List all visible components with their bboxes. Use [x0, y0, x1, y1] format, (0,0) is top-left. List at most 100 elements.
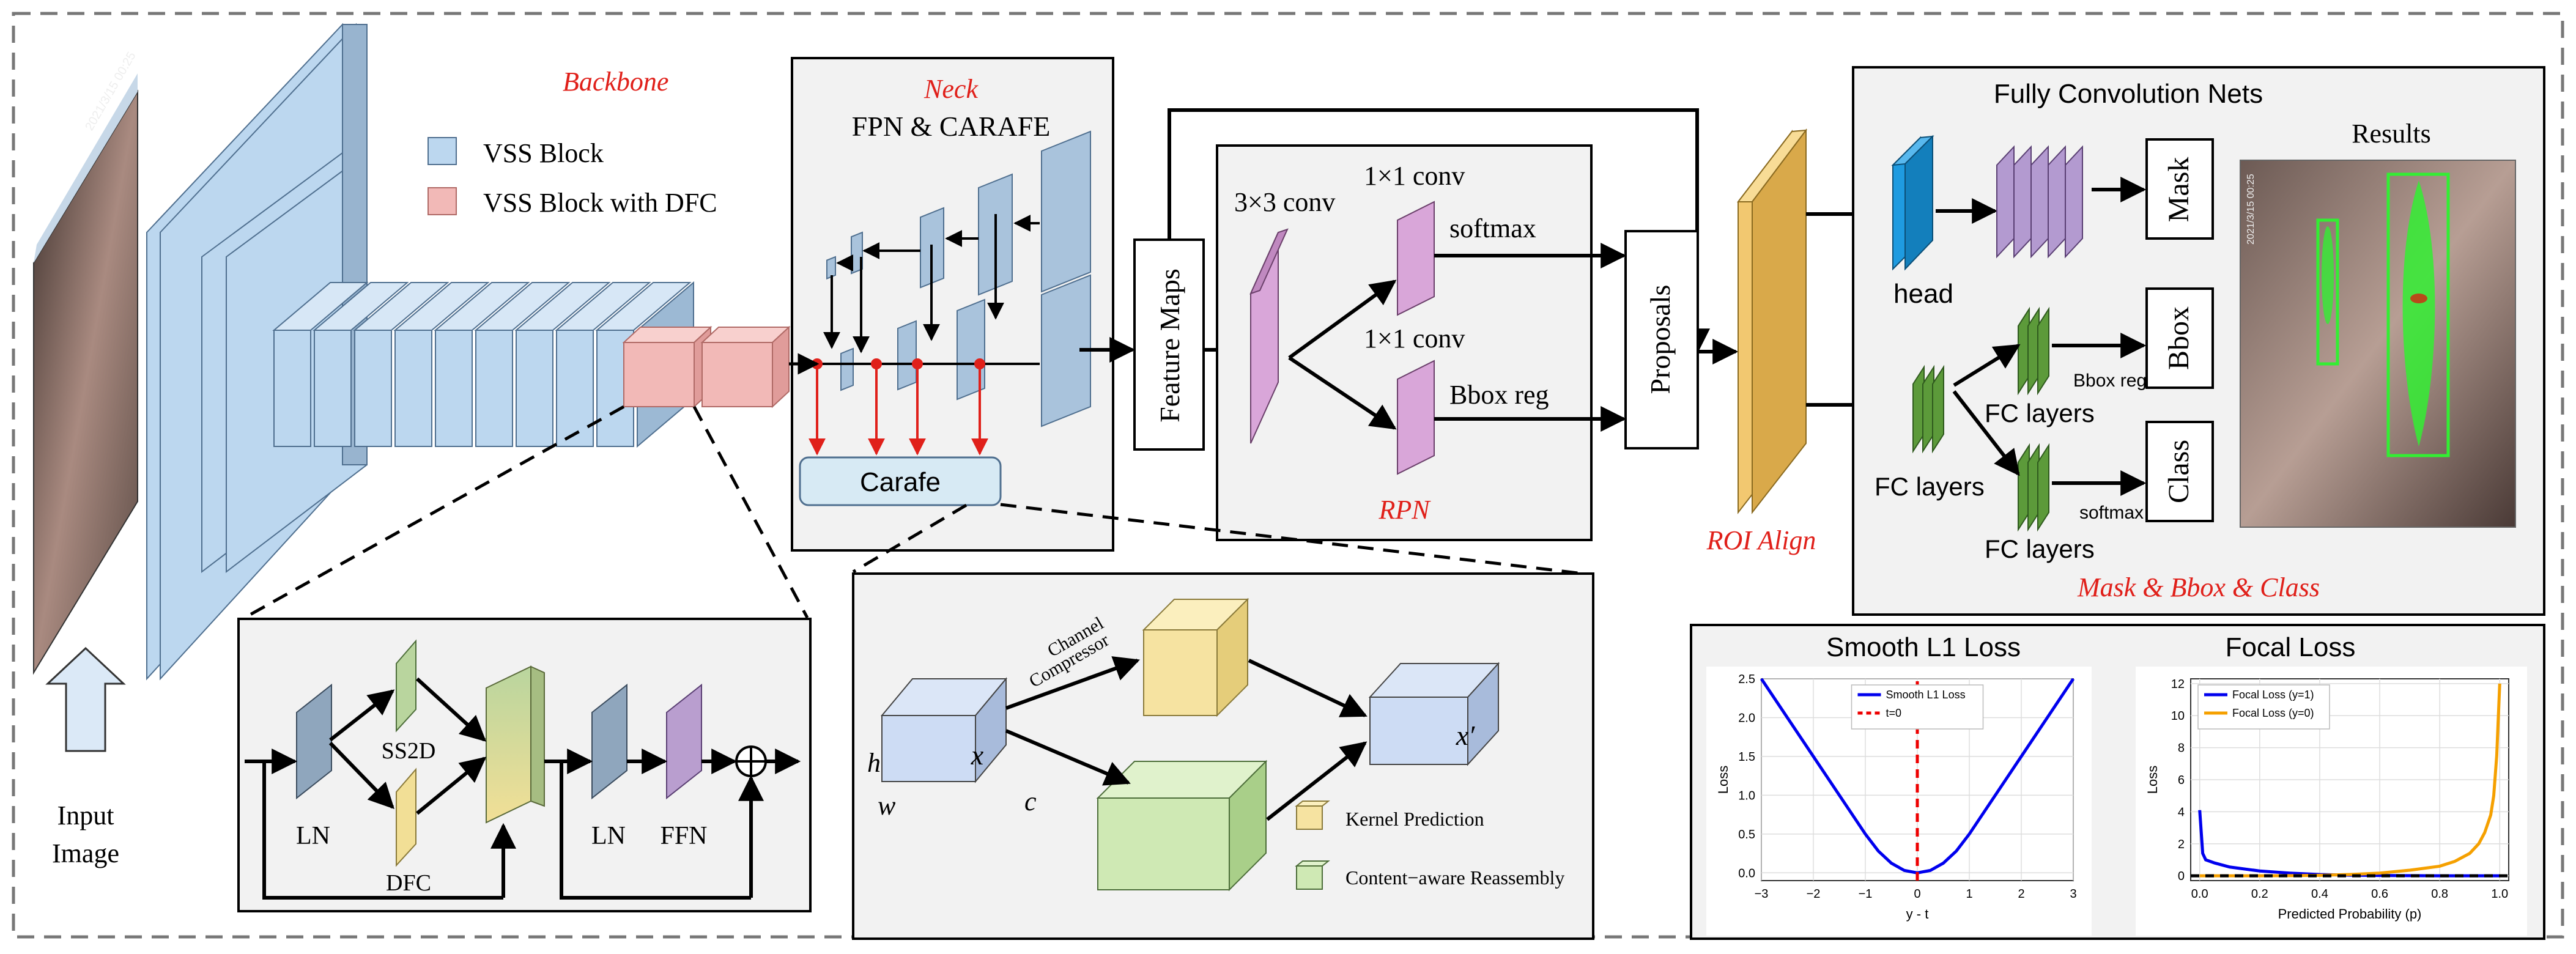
- y-tick-label: 6: [2178, 774, 2185, 787]
- fcn-title: Fully Convolution Nets: [1994, 79, 2263, 109]
- fc-block: [1932, 364, 1944, 454]
- fc-layers-1-label: FC layers: [1875, 472, 1985, 501]
- vss-block: [353, 282, 450, 447]
- y-tick-label: 12: [2171, 678, 2185, 691]
- dfc-label: DFC: [386, 870, 431, 896]
- bbox-label: Bbox: [2163, 306, 2195, 370]
- series-line: [2198, 810, 2500, 878]
- ln2-label: LN: [591, 822, 626, 850]
- legend-dfc-label: VSS Block with DFC: [483, 188, 717, 218]
- w-label: w: [878, 791, 896, 821]
- neck-panel: Neck FPN & CARAFE Carafe: [789, 57, 1136, 552]
- legend-entry: t=0: [1886, 707, 1902, 719]
- x-tick-label: 0: [1914, 887, 1920, 901]
- fc-block: [2037, 443, 2049, 532]
- results-title: Results: [2352, 119, 2431, 149]
- vss-block: [313, 282, 409, 447]
- carafe-detail: x h w c x′ Channel Compressor Kernel Pre…: [852, 503, 1594, 940]
- proposals-label: Proposals: [1645, 285, 1676, 394]
- carafe-label: Carafe: [860, 467, 941, 497]
- x-tick-label: −2: [1807, 887, 1821, 901]
- fcn-block: [2030, 145, 2049, 259]
- x-tick-label: 0.8: [2431, 887, 2448, 901]
- head-label: head: [1893, 279, 1953, 309]
- y-tick-label: 1.5: [1738, 750, 1755, 764]
- x-tick-label: 0.4: [2311, 887, 2328, 901]
- x-tick-label: −1: [1859, 887, 1873, 901]
- legend-swatch-vss: [427, 137, 457, 165]
- class-box: [2145, 421, 2214, 522]
- h-label: h: [867, 748, 881, 778]
- focal-title: Focal Loss: [2226, 632, 2356, 662]
- legend-entry: Focal Loss (y=0): [2232, 707, 2314, 719]
- fc-block: [2037, 306, 2049, 396]
- fcn-block: [2013, 145, 2032, 259]
- heads-panel: Fully Convolution Nets head Mask Bbox Cl…: [1852, 66, 2545, 616]
- carafe-box: [799, 456, 1002, 506]
- fc-layers-3-label: FC layers: [1985, 534, 2095, 563]
- x-tick-label: 0.0: [2191, 887, 2208, 901]
- x-tick-label: 1: [1966, 887, 1972, 901]
- input-label-2: Image: [52, 838, 119, 868]
- vss-dfc-detail: LN SS2D DFC LN FFN: [237, 618, 812, 912]
- input-arrow-icon: [45, 646, 126, 752]
- y-axis-label: Loss: [2145, 766, 2160, 794]
- x-tick-label: 2: [2018, 887, 2024, 901]
- x-axis-label: Predicted Probability (p): [2278, 906, 2422, 922]
- legend-kernel-swatch: [1296, 805, 1323, 830]
- y-tick-label: 2: [2178, 838, 2185, 851]
- x-tick-label: 1.0: [2491, 887, 2508, 901]
- chart-legend: [2197, 684, 2330, 730]
- fpn-bottom-block: [1041, 274, 1091, 427]
- ss2d-label: SS2D: [382, 738, 436, 764]
- proposals: Proposals: [1624, 230, 1739, 449]
- y-tick-label: 0.5: [1738, 828, 1755, 841]
- ln1-label: LN: [296, 822, 330, 850]
- fc-layers-2-label: FC layers: [1985, 399, 2095, 427]
- y-axis-label: Loss: [1715, 766, 1731, 794]
- y-tick-label: 2.5: [1738, 673, 1755, 686]
- feature-maps-label: Feature Maps: [1154, 268, 1185, 423]
- y-tick-label: 8: [2178, 742, 2185, 755]
- fpn-top-block: [1041, 130, 1091, 293]
- input-image: 2021/3/15 00:25: [33, 50, 139, 675]
- fcn-block: [1996, 145, 2015, 259]
- legend-kernel-label: Kernel Prediction: [1345, 808, 1484, 830]
- fcn-block: [2065, 145, 2083, 259]
- fpn-bottom-block: [957, 298, 985, 401]
- bbox-box: [2145, 287, 2214, 389]
- neck-subtitle: FPN & CARAFE: [852, 111, 1051, 142]
- x-prime-label: x′: [1456, 720, 1475, 751]
- x-label: x: [971, 739, 984, 771]
- roi-align: ROI Align: [1706, 128, 1912, 555]
- backbone: 2021/3/15 00:25 Backbone VSS Block VSS B…: [33, 23, 809, 868]
- ffn-label: FFN: [660, 822, 707, 850]
- x-tick-label: 3: [2070, 887, 2076, 901]
- c-label: c: [1024, 786, 1037, 816]
- smooth-l1-title: Smooth L1 Loss: [1826, 632, 2021, 662]
- class-label: Class: [2163, 440, 2195, 503]
- fcn-block: [2048, 145, 2066, 259]
- chart-legend: [1851, 684, 1984, 730]
- heads-footer: Mask & Bbox & Class: [2077, 572, 2320, 602]
- legend-vss-label: VSS Block: [483, 138, 604, 168]
- roi-align-title: ROI Align: [1706, 525, 1816, 555]
- y-tick-label: 10: [2171, 709, 2185, 723]
- rpn-panel: 3×3 conv 1×1 conv 1×1 conv softmax Bbox …: [1216, 144, 1627, 541]
- x-tick-label: −3: [1755, 887, 1769, 901]
- vss-block: [393, 282, 490, 447]
- rpn-title: RPN: [1378, 495, 1431, 525]
- mask-box: [2145, 138, 2214, 240]
- fpn-top-block: [826, 256, 836, 280]
- legend-content-label: Content−aware Reassembly: [1345, 867, 1564, 889]
- vss-block-with-dfc: [622, 325, 791, 409]
- x-tick-label: 0.6: [2371, 887, 2388, 901]
- bbox-reg-small-label: Bbox reg: [2073, 371, 2147, 391]
- rpn-conv1b-label: 1×1 conv: [1364, 324, 1465, 353]
- y-tick-label: 2.0: [1738, 711, 1755, 725]
- y-tick-label: 0.0: [1738, 867, 1755, 880]
- fpn-bottom-block: [897, 320, 917, 391]
- feature-maps: Feature Maps: [1133, 108, 1710, 451]
